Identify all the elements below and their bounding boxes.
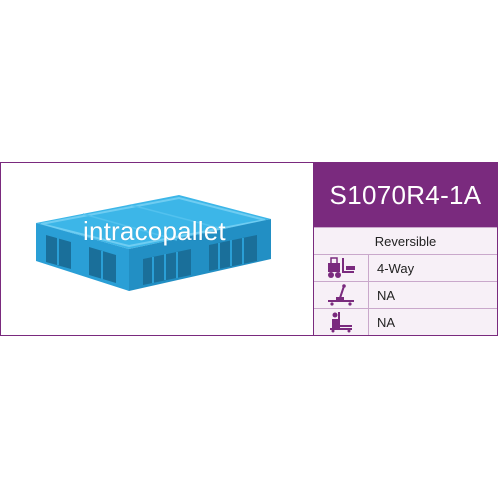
spec-row-reversible: Reversible	[314, 227, 497, 254]
spec-pallet-stacker-value: NA	[377, 314, 396, 330]
pallet-top-deck	[36, 195, 271, 249]
product-image: intracopallet	[1, 163, 313, 335]
hand-pallet-truck-icon	[314, 282, 369, 308]
pallet-ribs	[57, 238, 244, 283]
watermark-text: intracopallet	[83, 216, 226, 246]
forklift-icon	[314, 255, 369, 281]
spec-reversible-label: Reversible	[374, 233, 437, 249]
product-card: intracopallet S1070R4-1A Reversible 4-Wa…	[0, 162, 498, 336]
spec-panel: S1070R4-1A Reversible 4-Way	[313, 163, 497, 335]
spec-forklift-value: 4-Way	[377, 260, 415, 276]
model-number: S1070R4-1A	[314, 163, 497, 227]
spec-row-forklift: 4-Way	[314, 254, 497, 281]
spec-row-hand-pallet-truck: NA	[314, 281, 497, 308]
pallet-top-grid	[82, 204, 224, 241]
pallet-top-rim	[40, 196, 266, 248]
spec-hand-pallet-truck-value: NA	[377, 287, 396, 303]
pallet-stacker-icon	[314, 309, 369, 335]
fork-opening-side-left	[143, 249, 191, 285]
spec-row-pallet-stacker: NA	[314, 308, 497, 335]
fork-opening-side-right	[209, 235, 257, 271]
pallet-illustration	[36, 195, 271, 291]
